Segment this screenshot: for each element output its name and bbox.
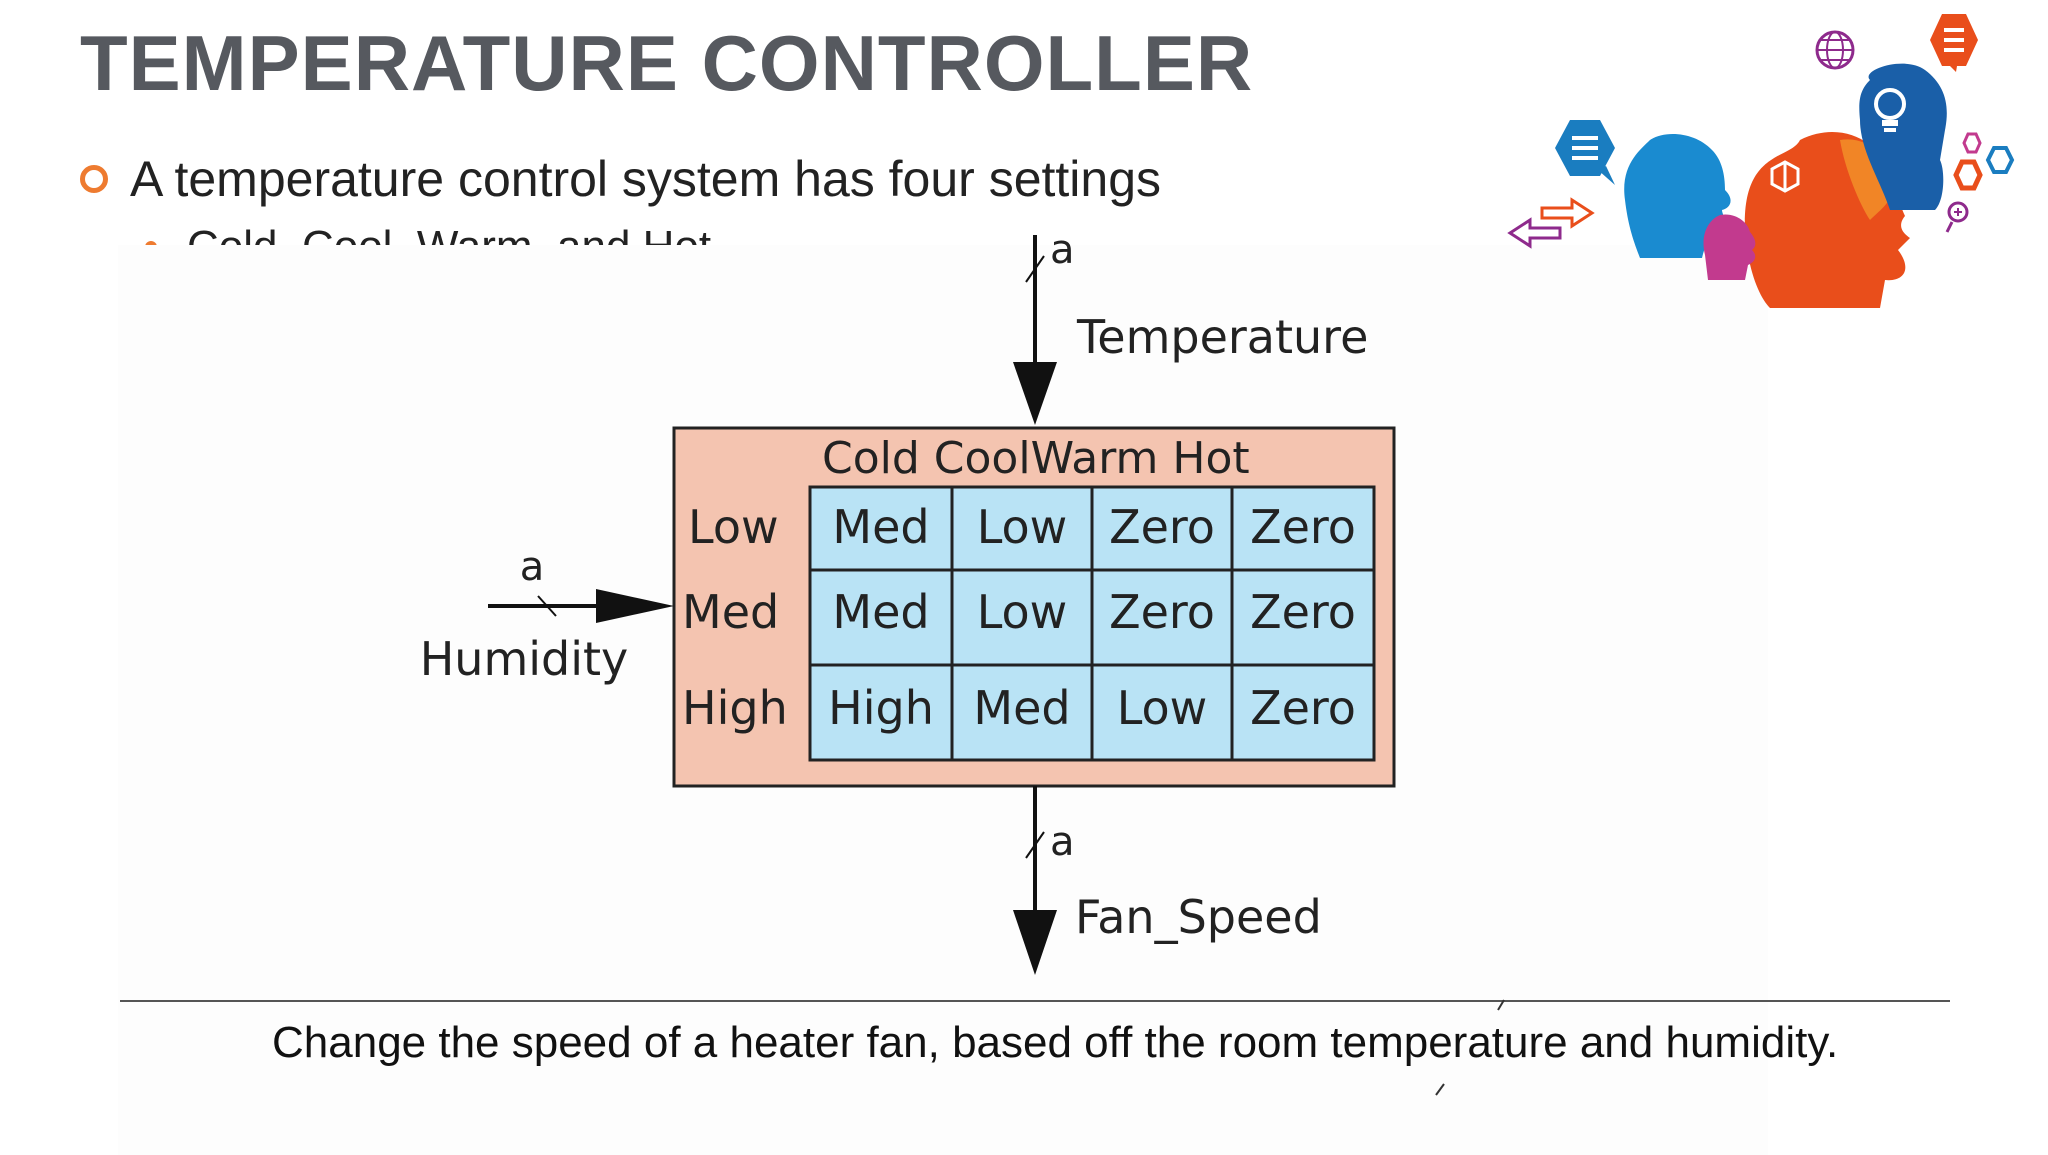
blue-head-shape — [1859, 63, 1947, 211]
row-label-high: High — [682, 681, 788, 735]
bullet-main-text: A temperature control system has four se… — [130, 151, 1162, 207]
fan-speed-bus-slash — [1025, 831, 1045, 859]
magenta-head-shape — [1703, 214, 1756, 280]
table-cell: Med — [832, 500, 929, 554]
table-cell: Zero — [1250, 681, 1356, 735]
column-header: Cold CoolWarm Hot — [822, 433, 1250, 484]
table-cell: Med — [832, 585, 929, 639]
lookup-table — [808, 485, 1376, 762]
lightbulb-icon — [1874, 88, 1906, 132]
table-cell: Low — [977, 585, 1068, 639]
stray-mark — [1497, 999, 1505, 1011]
table-cell: Zero — [1109, 500, 1215, 554]
arrows-icon — [1507, 197, 1595, 249]
stray-mark — [1435, 1083, 1445, 1096]
globe-icon — [1815, 30, 1855, 70]
slide-title: TEMPERATURE CONTROLLER — [80, 19, 1254, 107]
temperature-bus-slash — [1025, 255, 1045, 283]
human-heads-illustration — [1507, 14, 2015, 308]
mid-blue-head-shape — [1624, 134, 1731, 258]
humidity-label: Humidity — [420, 632, 629, 686]
plus-icon — [1945, 201, 1969, 233]
humidity-arrowhead — [596, 589, 674, 623]
fan-speed-width-label: a — [1050, 819, 1075, 865]
humidity-bus-slash — [537, 595, 557, 617]
table-cell: Low — [1117, 681, 1208, 735]
fan-speed-label: Fan_Speed — [1075, 890, 1322, 944]
hexagon-icon — [1953, 132, 2015, 191]
table-cell: Zero — [1109, 585, 1215, 639]
table-cell: High — [828, 681, 934, 735]
table-cell: Low — [977, 500, 1068, 554]
bullet-main: A temperature control system has four se… — [80, 150, 1161, 208]
list-icon — [1930, 14, 1978, 72]
table-cell: Zero — [1250, 500, 1356, 554]
row-label-low: Low — [688, 500, 779, 554]
fan-speed-arrowhead — [1013, 910, 1057, 975]
bullet-ring-icon — [80, 165, 108, 193]
chat-list-icon — [1555, 120, 1615, 185]
temperature-width-label: a — [1050, 227, 1075, 273]
temperature-label: Temperature — [1076, 310, 1368, 364]
table-cell: Zero — [1250, 585, 1356, 639]
humidity-width-label: a — [520, 544, 545, 590]
figure-rule — [120, 1000, 1950, 1002]
row-label-med: Med — [682, 585, 779, 639]
table-cell: Med — [973, 681, 1070, 735]
figure-caption: Change the speed of a heater fan, based … — [272, 1018, 1839, 1067]
temperature-arrowhead — [1013, 362, 1057, 425]
cube-icon — [1770, 160, 1800, 193]
